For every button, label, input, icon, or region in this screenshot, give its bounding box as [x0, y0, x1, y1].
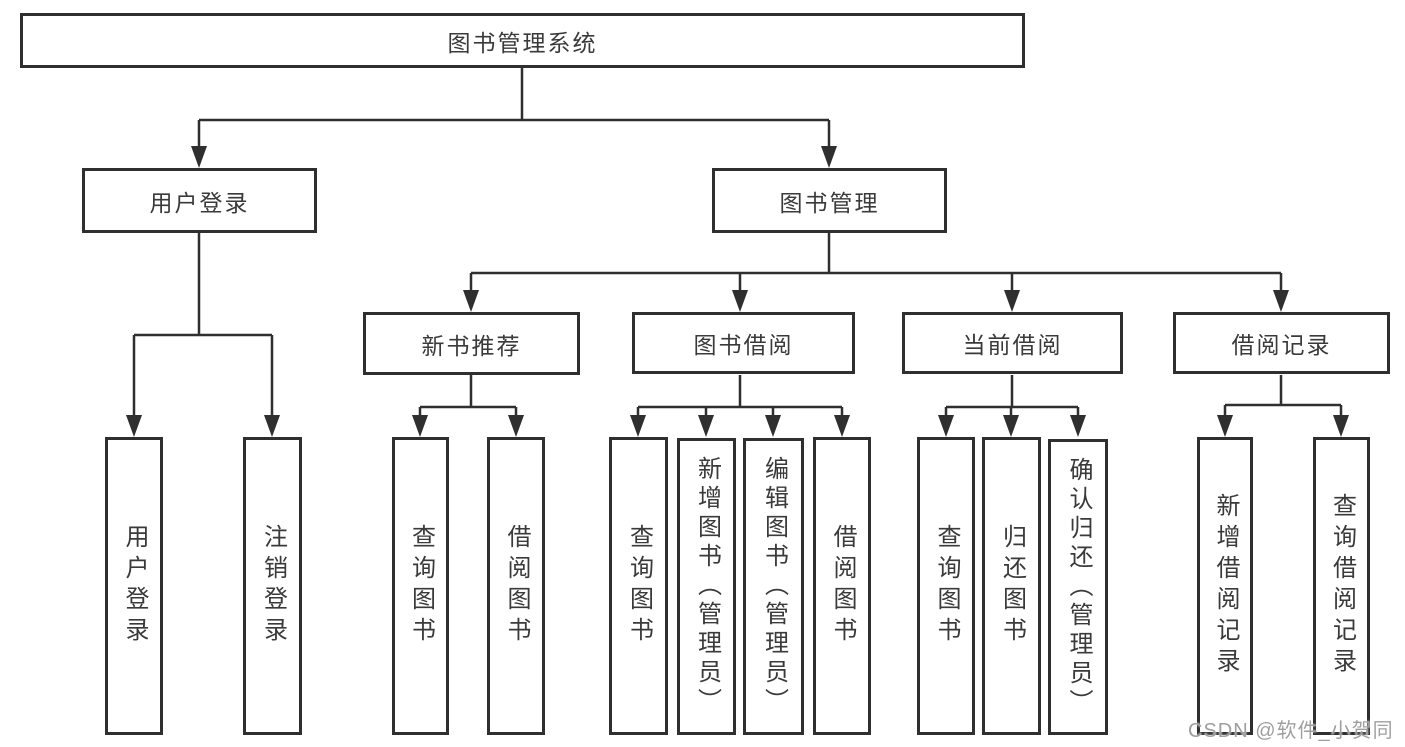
node-label: 查询图书	[625, 524, 653, 648]
node-label: 编辑图书（管理员）	[760, 456, 788, 717]
node-library-management-system: 图书管理系统	[20, 13, 1025, 68]
node-borrow-records: 借阅记录	[1173, 312, 1390, 374]
leaf-add-books-admin: 新增图书（管理员）	[677, 438, 736, 735]
node-new-book-recommend: 新书推荐	[363, 312, 580, 375]
leaf-borrow-books-recommend: 借阅图书	[487, 437, 545, 735]
node-label: 借阅图书	[503, 524, 530, 648]
leaf-logout: 注销登录	[243, 437, 302, 735]
node-book-borrow: 图书借阅	[632, 312, 855, 374]
leaf-confirm-return-admin: 确认归还（管理员）	[1048, 439, 1108, 735]
node-label: 图书管理	[779, 189, 880, 216]
node-label: 归还图书	[998, 524, 1026, 648]
node-label: 查询借阅记录	[1328, 493, 1356, 679]
leaf-query-books-borrow: 查询图书	[609, 437, 668, 735]
node-book-management: 图书管理	[712, 168, 947, 233]
node-label: 用户登录	[121, 524, 148, 648]
leaf-return-books: 归还图书	[982, 437, 1041, 735]
node-label: 当前借阅	[962, 332, 1063, 358]
node-label: 图书管理系统	[447, 29, 598, 56]
leaf-query-books-recommend: 查询图书	[392, 437, 449, 735]
node-user-login: 用户登录	[82, 168, 317, 233]
node-label: 新书推荐	[421, 332, 522, 359]
leaf-add-borrow-record: 新增借阅记录	[1197, 437, 1253, 735]
node-label: 借阅记录	[1231, 332, 1332, 358]
node-label: 查询图书	[407, 524, 435, 648]
csdn-watermark: CSDN @软件_小贺同学	[1188, 720, 1394, 742]
leaf-query-borrow-record: 查询借阅记录	[1313, 437, 1370, 735]
node-label: 新增图书（管理员）	[693, 456, 721, 717]
node-label: 注销登录	[259, 524, 287, 648]
node-label: 查询图书	[933, 524, 960, 648]
node-label: 确认归还（管理员）	[1065, 456, 1092, 718]
leaf-edit-books-admin: 编辑图书（管理员）	[743, 438, 804, 735]
leaf-borrow-books: 借阅图书	[813, 437, 871, 735]
node-label: 借阅图书	[829, 524, 856, 648]
node-current-borrow: 当前借阅	[902, 312, 1123, 374]
leaf-query-books-current: 查询图书	[917, 437, 975, 735]
leaf-user-login: 用户登录	[105, 437, 163, 735]
node-label: 新增借阅记录	[1212, 493, 1239, 679]
arrowhead-icons	[126, 146, 1349, 437]
node-label: 图书借阅	[693, 332, 794, 358]
node-label: 用户登录	[149, 189, 250, 216]
